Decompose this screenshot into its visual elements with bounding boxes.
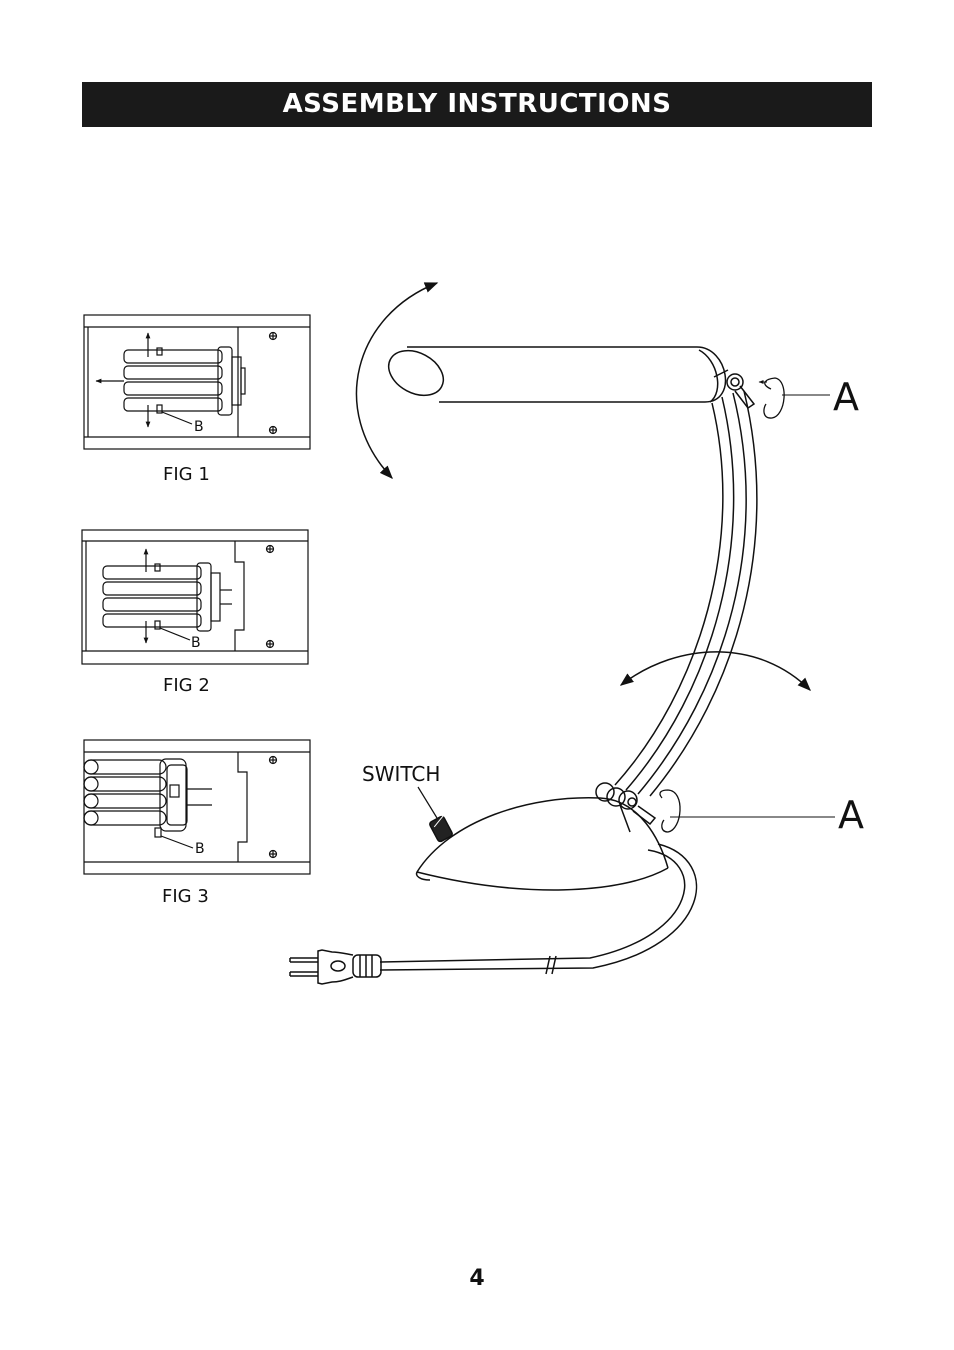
- switch-label: SWITCH: [362, 762, 440, 786]
- rotate-arrow-lower: [660, 790, 680, 832]
- tilt-arrow: [356, 283, 437, 478]
- switch-leader: [418, 787, 437, 818]
- swing-arrow: [621, 652, 810, 690]
- screw-icon: [270, 851, 277, 858]
- plug-icon: [290, 950, 381, 984]
- fig2-caption: FIG 2: [163, 675, 210, 696]
- fig3-part-label: B: [195, 841, 205, 857]
- joint-label-bottom: A: [838, 793, 864, 837]
- page-number: 4: [0, 1266, 954, 1291]
- upper-joint: [714, 370, 754, 408]
- fig2-part-label: B: [191, 635, 201, 651]
- lamp-arm: [615, 391, 757, 796]
- fig1-caption: FIG 1: [163, 464, 210, 485]
- screw-icon: [267, 641, 274, 648]
- rotate-arrow-upper: [764, 378, 784, 418]
- joint-label-top: A: [833, 375, 859, 419]
- fig1-part-label: B: [194, 419, 204, 435]
- screw-icon: [270, 427, 277, 434]
- lamp-illustration: [290, 283, 835, 984]
- screw-icon: [270, 333, 277, 340]
- screw-icon: [267, 546, 274, 553]
- fig3-caption: FIG 3: [162, 886, 209, 907]
- bulb-tubes: [103, 566, 201, 627]
- lamp-base: [417, 798, 668, 890]
- lamp-head: [381, 342, 725, 405]
- bulb-tubes: [124, 350, 222, 411]
- bulb-tubes: [84, 760, 166, 825]
- screw-icon: [270, 757, 277, 764]
- power-cord: [380, 844, 696, 974]
